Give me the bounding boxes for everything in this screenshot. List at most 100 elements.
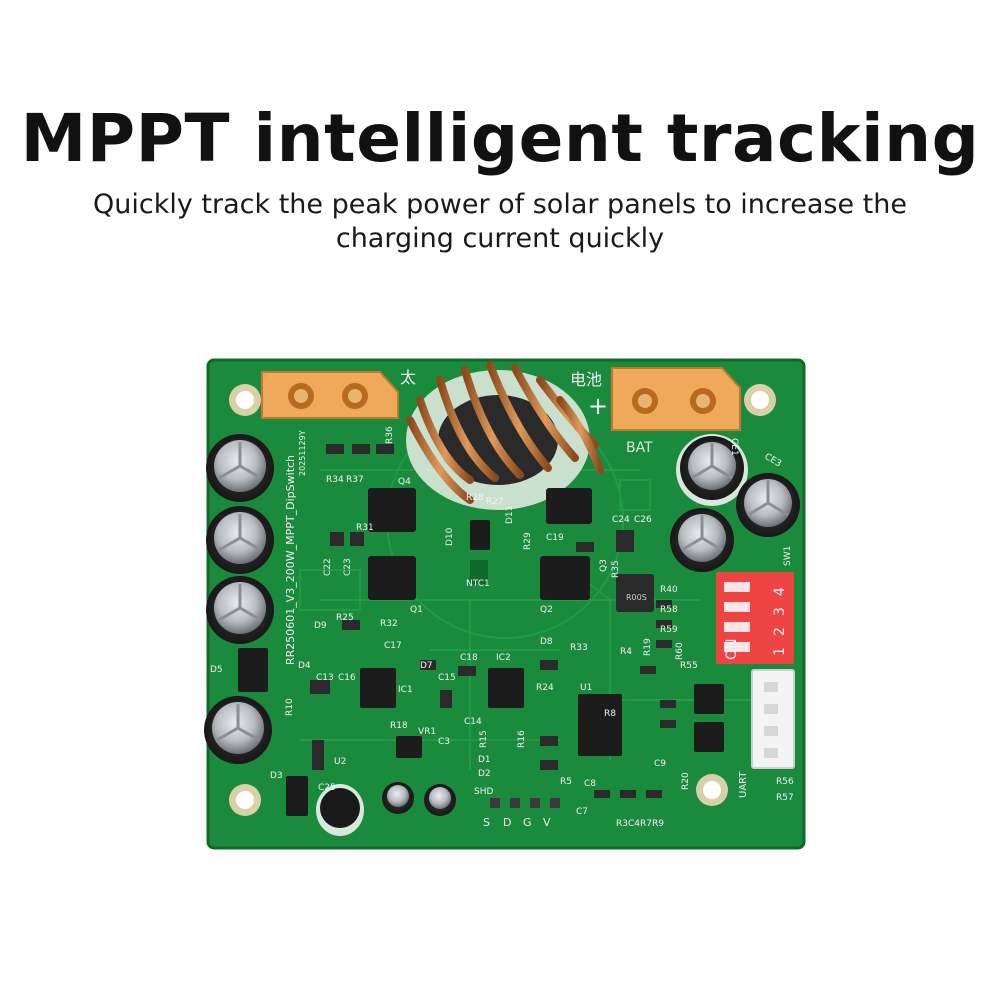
ref-c18: C18 <box>460 653 478 663</box>
ref-r27: R27 <box>486 497 504 507</box>
silk-bat: BAT <box>626 440 653 456</box>
ics <box>238 488 724 816</box>
ref-r24: R24 <box>536 683 554 693</box>
ref-c23: C23 <box>343 558 353 576</box>
ref-r33: R33 <box>570 643 588 653</box>
ref-d1: D1 <box>478 755 491 765</box>
silk-model: RR250601_V3_200W_MPPT_DipSwitch <box>284 455 297 665</box>
passives <box>310 444 676 798</box>
ref-u2: U2 <box>334 757 346 767</box>
ref-r35: R35 <box>611 560 621 578</box>
subheadline: Quickly track the peak power of solar pa… <box>92 189 907 254</box>
ref-c8: C8 <box>584 779 596 789</box>
ref-d3: D3 <box>270 771 283 781</box>
ref-d8: D8 <box>540 637 553 647</box>
ref-c7: C7 <box>576 807 588 817</box>
ref-r18: R18 <box>390 721 408 731</box>
uart-header <box>751 669 795 769</box>
ref-r59: R59 <box>660 625 678 635</box>
ref-c22: C22 <box>323 558 333 576</box>
battery-connector <box>611 367 741 431</box>
ref-d10: D10 <box>445 527 455 546</box>
ref-c25: C25 <box>318 783 336 793</box>
ref-r40: R40 <box>660 585 678 595</box>
ref-c15: C15 <box>438 673 456 683</box>
ref-r58: R58 <box>660 605 678 615</box>
silk-pin-d: D <box>503 816 511 829</box>
ref-d4: D4 <box>298 661 311 671</box>
ref-d5: D5 <box>210 665 223 675</box>
ref-c19: C19 <box>546 533 564 543</box>
ref-r55: R55 <box>680 661 698 671</box>
ref-d2: D2 <box>478 769 491 779</box>
bottom-caps <box>316 782 456 836</box>
ref-q2: Q2 <box>540 605 553 615</box>
ref-q1: Q1 <box>410 605 423 615</box>
toroid-inductor <box>406 361 604 510</box>
silk-battery: 电池 <box>570 370 602 389</box>
ref-r56: R56 <box>776 777 794 787</box>
ref-r31: R31 <box>356 523 374 533</box>
ref-d11: D11 <box>505 506 515 524</box>
ref-r16: R16 <box>517 730 527 748</box>
silk-pin-g: G <box>523 816 532 829</box>
ref-d9: D9 <box>314 621 327 631</box>
ref-r36: R36 <box>385 426 395 444</box>
ref-c13: C13 <box>316 673 334 683</box>
ref-r29: R29 <box>523 532 533 550</box>
ref-u1: U1 <box>580 683 592 693</box>
ref-r32: R32 <box>380 619 398 629</box>
ref-c9: C9 <box>654 759 666 769</box>
ref-c26: C26 <box>634 515 652 525</box>
ref-r19: R19 <box>643 638 653 656</box>
silk-sw1: SW1 <box>783 546 793 566</box>
silk-dip-3: 3 <box>772 607 788 616</box>
silk-pin-v: V <box>543 816 551 829</box>
ref-shd: SHD <box>474 787 493 797</box>
ref-r60: R60 <box>675 642 685 660</box>
headline: MPPT intelligent tracking <box>20 100 980 177</box>
silk-uart: UART <box>738 771 749 798</box>
ref-ic2: IC2 <box>496 653 511 663</box>
silk-pin-s: S <box>483 816 490 829</box>
silk-battery-plus: + <box>588 392 608 420</box>
ref-r20: R20 <box>681 772 691 790</box>
silk-dip-4: 4 <box>772 587 788 596</box>
silkscreen: RR250601_V3_200W_MPPT_DipSwitch 20251129… <box>210 368 794 829</box>
ref-ic1: IC1 <box>398 685 413 695</box>
ref-q3: Q3 <box>599 559 609 572</box>
ref-c3: C3 <box>438 737 450 747</box>
ref-c16: C16 <box>338 673 356 683</box>
ref-c14: C14 <box>464 717 482 727</box>
ref-d7: D7 <box>420 661 433 671</box>
dip-switch <box>716 572 794 664</box>
ref-r8: R8 <box>604 709 616 719</box>
ref-c24: C24 <box>612 515 630 525</box>
ref-r57: R57 <box>776 793 794 803</box>
ref-r28: R28 <box>466 493 484 503</box>
ref-q4: Q4 <box>398 477 411 487</box>
pin-header <box>490 798 560 808</box>
ref-r34: R34 <box>326 475 344 485</box>
silk-dip-on: ON <box>724 639 740 661</box>
solar-connector <box>261 371 399 419</box>
silk-inductor: R00S <box>626 593 647 602</box>
ref-r37: R37 <box>346 475 364 485</box>
ref-r15: R15 <box>479 730 489 748</box>
ref-ntc1: NTC1 <box>466 579 490 589</box>
ref-r5: R5 <box>560 777 572 787</box>
ref-c17: C17 <box>384 641 402 651</box>
capacitors-right <box>670 434 800 572</box>
ref-r10: R10 <box>285 698 295 716</box>
silk-solar: 太 <box>400 368 416 387</box>
ref-r25: R25 <box>336 613 354 623</box>
silk-date: 20251129Y <box>298 430 307 476</box>
ref-r4: R4 <box>620 647 632 657</box>
pcb-board <box>206 358 806 850</box>
ref-ce1: CE1 <box>729 438 739 456</box>
silk-dip-2: 2 <box>772 627 788 636</box>
ref-r3c4r7r9: R3C4R7R9 <box>616 819 664 829</box>
mounting-holes <box>229 384 776 816</box>
silk-dip-1: 1 <box>772 647 788 656</box>
